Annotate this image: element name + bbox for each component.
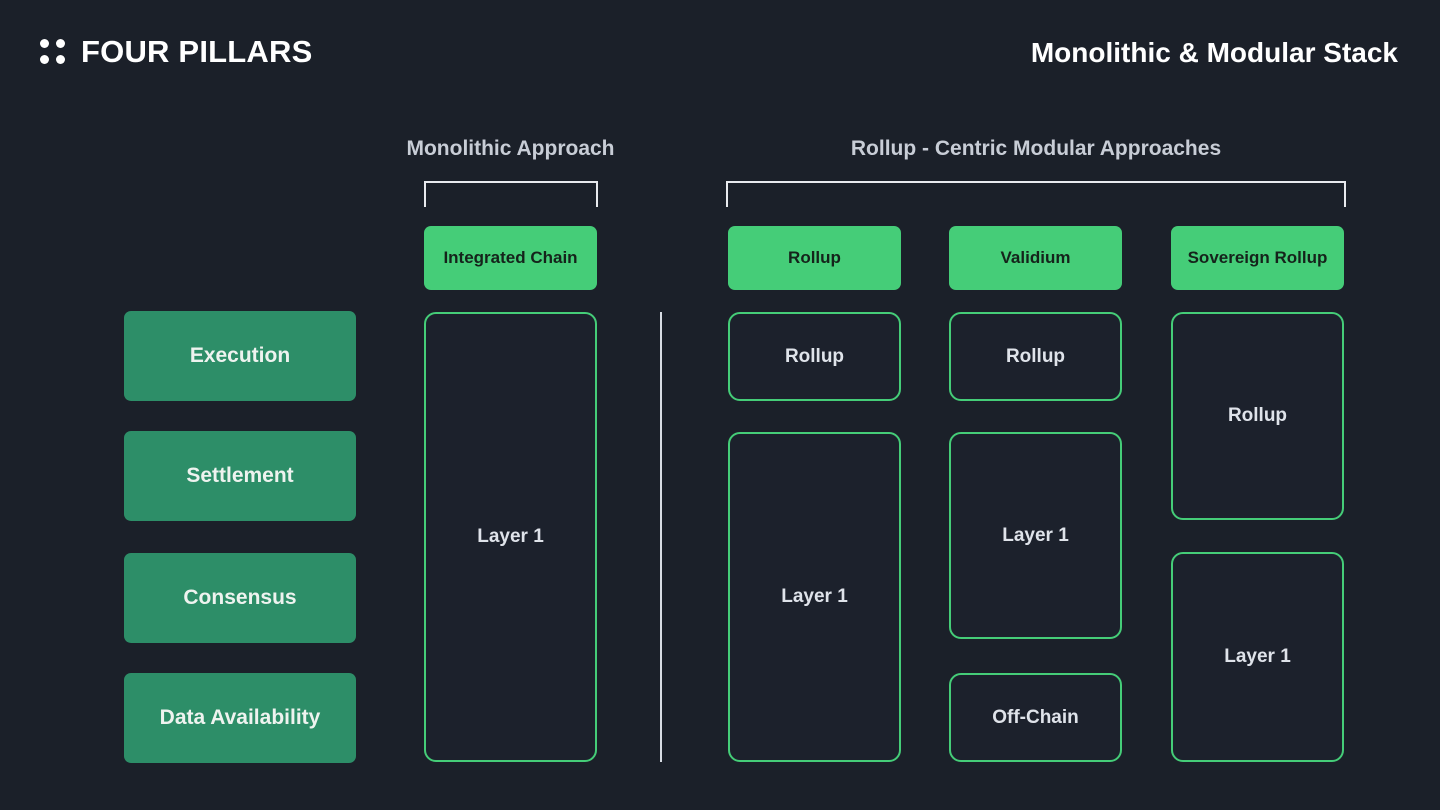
modular-bracket [726, 181, 1346, 207]
pillar-execution: Execution [124, 311, 356, 401]
rollup-box-rollup: Rollup [728, 312, 901, 401]
pillar-settlement: Settlement [124, 431, 356, 521]
page-title: Monolithic & Modular Stack [1030, 37, 1398, 68]
monolithic-section-heading: Monolithic Approach [406, 137, 615, 160]
sovereign-box-layer1: Layer 1 [1171, 552, 1344, 762]
brand-logo: FOUR PILLARS [40, 36, 312, 67]
chip-integrated-chain: Integrated Chain [424, 226, 597, 290]
chip-validium: Validium [949, 226, 1122, 290]
modular-section-heading: Rollup - Centric Modular Approaches [850, 137, 1222, 160]
validium-box-rollup: Rollup [949, 312, 1122, 401]
validium-box-offchain: Off-Chain [949, 673, 1122, 762]
chip-rollup: Rollup [728, 226, 901, 290]
chip-sovereign-rollup: Sovereign Rollup [1171, 226, 1344, 290]
four-dots-grid-icon [40, 39, 65, 64]
sovereign-box-rollup: Rollup [1171, 312, 1344, 520]
pillar-consensus: Consensus [124, 553, 356, 643]
monolithic-layer1-box: Layer 1 [424, 312, 597, 762]
column-divider [660, 312, 662, 762]
brand-name: FOUR PILLARS [81, 34, 313, 69]
pillar-data-availability: Data Availability [124, 673, 356, 763]
rollup-box-layer1: Layer 1 [728, 432, 901, 762]
validium-box-layer1: Layer 1 [949, 432, 1122, 639]
monolithic-bracket [424, 181, 598, 207]
